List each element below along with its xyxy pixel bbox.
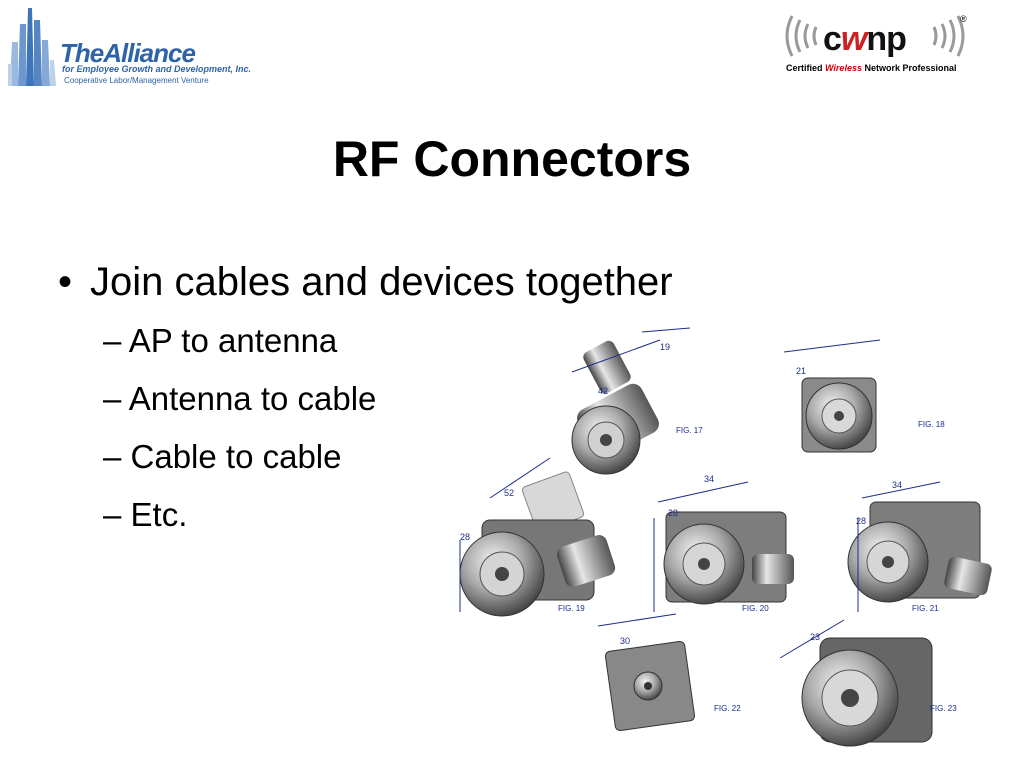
dimension-label: 21	[796, 366, 807, 376]
alliance-name: TheAlliance	[60, 38, 196, 68]
main-bullet: •Join cables and devices together	[58, 260, 673, 304]
dimension-label: 30	[620, 636, 631, 646]
cwnp-tagline: Certified Wireless Network Professional	[786, 63, 957, 73]
dimension-label: 52	[504, 488, 515, 498]
fig22-caption: FIG. 22	[714, 704, 741, 713]
connector-fig20	[663, 511, 794, 605]
connector-fig21	[847, 501, 992, 603]
dimension-label: 28	[460, 532, 471, 542]
dimension-label: 28	[668, 508, 679, 518]
connector-fig17	[571, 340, 659, 475]
fig17-caption: FIG. 17	[676, 426, 703, 435]
dimension-label: 23	[810, 632, 821, 642]
registered-mark: ®	[960, 14, 967, 24]
sub-bullet: – Etc.	[103, 496, 188, 533]
connector-fig23	[801, 637, 933, 747]
dimension-label: 19	[660, 342, 671, 352]
bullet-dot-icon: •	[58, 260, 73, 304]
connector-fig19	[459, 471, 616, 617]
alliance-subtitle: Cooperative Labor/Management Venture	[64, 76, 209, 85]
cwnp-wordmark: cwnp	[823, 20, 907, 58]
alliance-tagline: for Employee Growth and Development, Inc…	[62, 64, 252, 74]
sub-bullet: – Antenna to cable	[103, 380, 377, 417]
connector-fig22	[604, 640, 696, 732]
dimension-label: 42	[598, 386, 609, 396]
fig19-caption: FIG. 19	[558, 604, 585, 613]
dimension-label: 28	[856, 516, 867, 526]
dimension-label: 34	[892, 480, 903, 490]
rf-connectors-figure: 19 42 21 52 28 34 28 34 28 30 23 FIG. 17…	[440, 322, 1020, 750]
connector-fig18	[801, 377, 877, 453]
sub-bullet: – Cable to cable	[103, 438, 342, 475]
cwnp-logo: cwnp ® Certified Wireless Network Profes…	[782, 8, 972, 78]
connector-illustrations	[459, 327, 992, 747]
fig23-caption: FIG. 23	[930, 704, 957, 713]
dimension-label: 34	[704, 474, 715, 484]
alliance-logo: TheAlliance for Employee Growth and Deve…	[8, 6, 251, 88]
skyline-icon	[8, 8, 56, 86]
signal-waves-icon	[785, 15, 965, 57]
fig21-caption: FIG. 21	[912, 604, 939, 613]
fig18-caption: FIG. 18	[918, 420, 945, 429]
slide-title: RF Connectors	[332, 131, 692, 187]
sub-bullet: – AP to antenna	[103, 322, 338, 359]
fig20-caption: FIG. 20	[742, 604, 769, 613]
